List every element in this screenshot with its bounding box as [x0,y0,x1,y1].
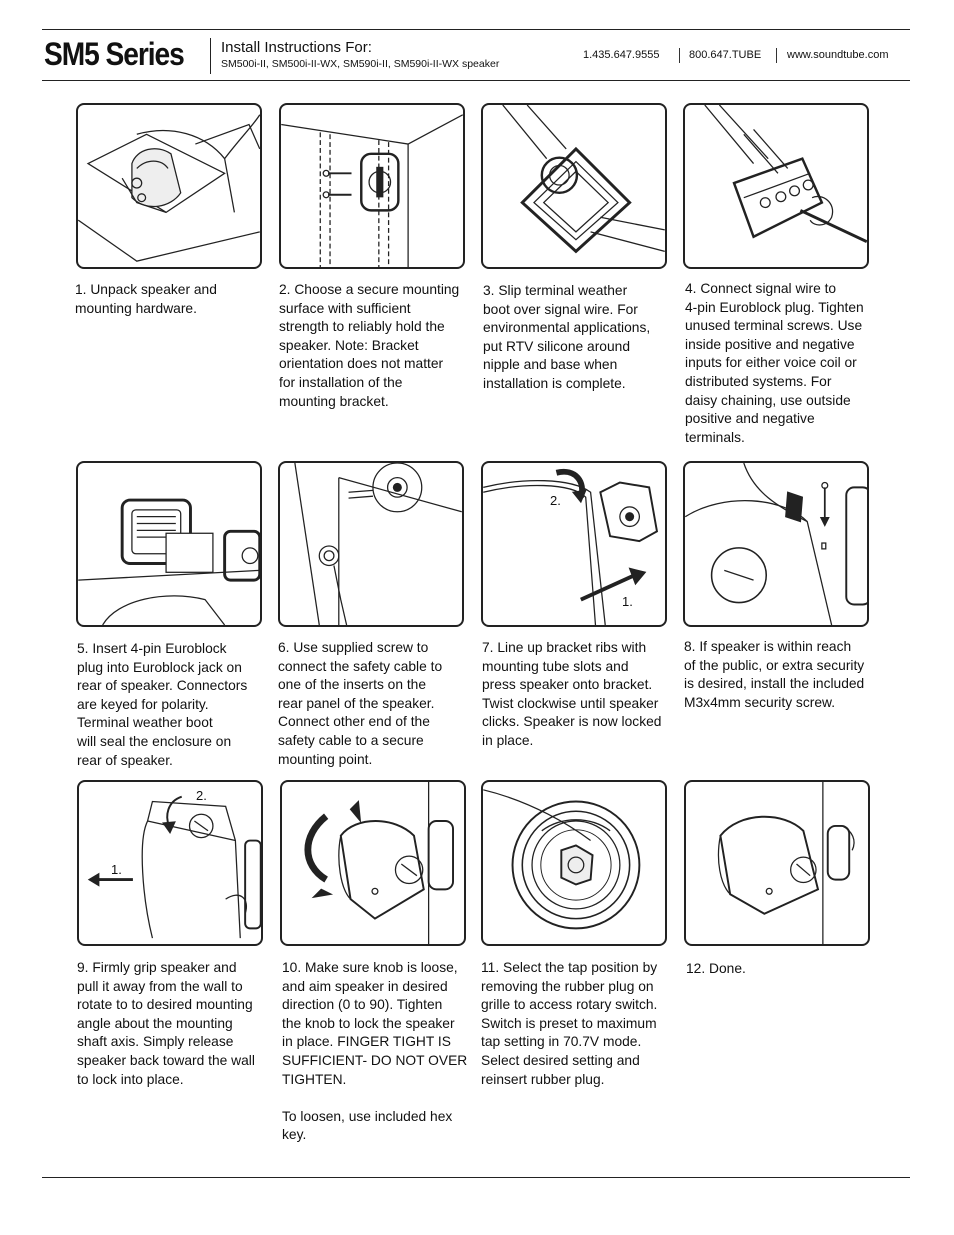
step-11-caption: 11. Select the tap position by removing … [481,959,677,1089]
step-9-caption: 9. Firmly grip speaker and pull it away … [77,959,273,1089]
phone-number: 1.435.647.9555 [583,49,659,61]
instructions-title: Install Instructions For: [221,39,372,56]
step-9-label-2: 2. [196,788,207,803]
step-7-label-1: 1. [622,594,633,609]
step-3-caption: 3. Slip terminal weather boot over signa… [483,282,679,394]
step-1-caption: 1. Unpack speaker and mounting hardware. [75,281,271,318]
website-link[interactable]: www.soundtube.com [787,49,889,61]
step-2-illustration [279,103,465,269]
step-1-illustration [76,103,262,269]
step-5-caption: 5. Insert 4-pin Euroblock plug into Euro… [77,640,273,770]
step-8-caption: 8. If speaker is within reach of the pub… [684,638,880,712]
contact-divider [679,48,680,63]
step-12-illustration [684,780,870,946]
step-4-illustration [683,103,869,269]
step-11-illustration [481,780,667,946]
step-4-caption: 4. Connect signal wire to 4-pin Eurobloc… [685,280,881,447]
step-9-label-1: 1. [111,862,122,877]
toll-free-number: 800.647.TUBE [689,49,761,61]
step-7-illustration: 2. 1. [481,461,667,627]
step-10-illustration [280,780,466,946]
step-5-illustration [76,461,262,627]
brand-title: SM5 Series [44,36,184,73]
step-9-illustration: 2. 1. [77,780,263,946]
step-8-illustration [683,461,869,627]
top-rule [42,29,910,30]
header-divider [210,38,211,74]
model-list: SM500i-II, SM500i-II-WX, SM590i-II, SM59… [221,58,499,70]
step-10-caption: 10. Make sure knob is loose, and aim spe… [282,959,478,1145]
step-7-label-2: 2. [550,493,561,508]
step-6-caption: 6. Use supplied screw to connect the saf… [278,639,474,769]
step-6-illustration [278,461,464,627]
step-12-caption: 12. Done. [686,960,882,979]
step-7-caption: 7. Line up bracket ribs with mounting tu… [482,639,678,751]
step-3-illustration [481,103,667,269]
step-2-caption: 2. Choose a secure mounting surface with… [279,281,475,411]
contact-divider [776,48,777,63]
header-rule [42,80,910,81]
footer-rule [42,1177,910,1178]
